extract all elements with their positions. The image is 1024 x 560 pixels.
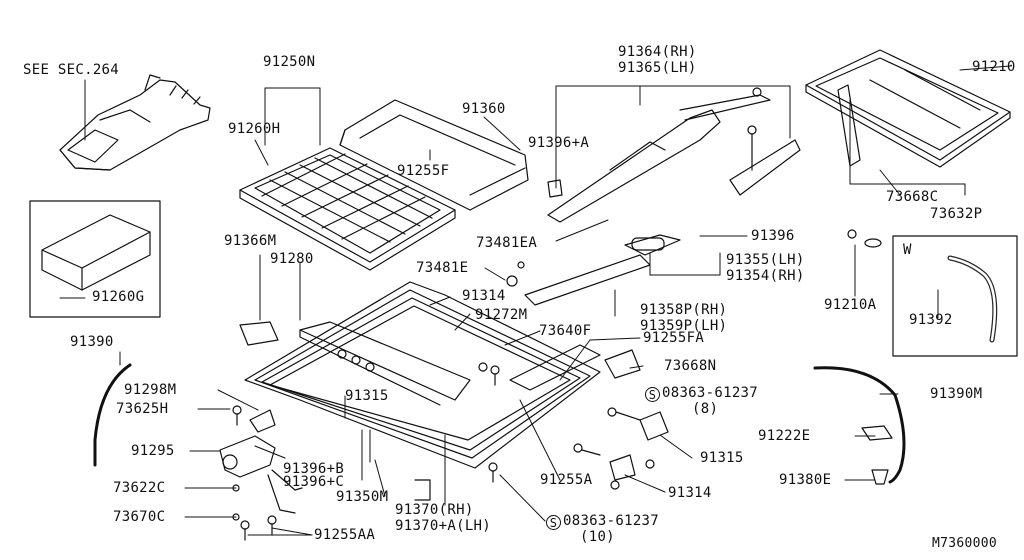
drain-hose-front bbox=[93, 363, 132, 467]
label-91314-lower: 91314 bbox=[668, 485, 712, 501]
label-91396B: 91396+B bbox=[283, 461, 345, 477]
label-91295: 91295 bbox=[131, 443, 175, 459]
label-91360: 91360 bbox=[462, 101, 506, 117]
label-91298M: 91298M bbox=[124, 382, 177, 398]
label-91210: 91210 bbox=[972, 59, 1016, 75]
label-91350M: 91350M bbox=[336, 489, 389, 505]
label-91370: 91370(RH) bbox=[395, 502, 474, 518]
label-73622C: 73622C bbox=[113, 480, 166, 496]
label-bolt-qty-10: (10) bbox=[580, 529, 615, 545]
label-91315-upper: 91315 bbox=[345, 388, 389, 404]
label-91272M: 91272M bbox=[475, 307, 528, 323]
s-marker-icon: S bbox=[645, 387, 660, 402]
label-91210A: 91210A bbox=[824, 297, 877, 313]
sunroof-frame bbox=[244, 281, 601, 501]
label-73632P: 73632P bbox=[930, 206, 983, 222]
bolts bbox=[240, 261, 641, 541]
label-91255AA: 91255AA bbox=[314, 527, 376, 543]
label-91315-lower: 91315 bbox=[700, 450, 744, 466]
label-73668C: 73668C bbox=[886, 189, 939, 205]
label-91255A: 91255A bbox=[540, 472, 593, 488]
label-91366M: 91366M bbox=[224, 233, 277, 249]
label-91354: 91354(RH) bbox=[726, 268, 805, 284]
label-91255FA: 91255FA bbox=[643, 330, 705, 346]
drive-rail bbox=[547, 87, 801, 223]
label-73625H: 73625H bbox=[116, 401, 169, 417]
glass-lid bbox=[805, 49, 1011, 168]
label-91260G: 91260G bbox=[92, 289, 145, 305]
guide-rail bbox=[524, 234, 681, 306]
label-bolt-qty-8: (8) bbox=[692, 401, 719, 417]
label-91392: 91392 bbox=[909, 312, 953, 328]
label-91380E: 91380E bbox=[779, 472, 832, 488]
diagram-id: M7360000 bbox=[932, 536, 998, 551]
drain-hose-w bbox=[947, 255, 998, 343]
label-91370A: 91370+A(LH) bbox=[395, 518, 492, 534]
label-see-sec: SEE SEC.264 bbox=[23, 62, 120, 78]
link-brackets bbox=[604, 349, 669, 490]
sunshade bbox=[239, 147, 456, 271]
label-91365: 91365(LH) bbox=[618, 60, 697, 76]
label-91390: 91390 bbox=[70, 334, 114, 350]
glass-fasteners bbox=[847, 229, 882, 248]
label-91314-upper: 91314 bbox=[462, 288, 506, 304]
label-91260H: 91260H bbox=[228, 121, 281, 137]
label-91396C: 91396+C bbox=[283, 474, 345, 490]
w-inset-frame bbox=[892, 235, 1018, 357]
label-73670C: 73670C bbox=[113, 509, 166, 525]
label-73481EA: 73481EA bbox=[476, 235, 538, 251]
label-73668N: 73668N bbox=[664, 358, 717, 374]
s-marker-icon: S bbox=[546, 515, 561, 530]
drain-hose-rear bbox=[813, 366, 906, 484]
label-w: W bbox=[903, 242, 912, 258]
label-91396: 91396 bbox=[751, 228, 795, 244]
label-91355: 91355(LH) bbox=[726, 252, 805, 268]
insulator-inset-frame bbox=[29, 200, 161, 318]
label-91390M: 91390M bbox=[930, 386, 983, 402]
label-91222E: 91222E bbox=[758, 428, 811, 444]
label-91359P: 91359P(LH) bbox=[640, 318, 728, 334]
label-91364: 91364(RH) bbox=[618, 44, 697, 60]
label-91280: 91280 bbox=[270, 251, 314, 267]
label-91255F: 91255F bbox=[397, 163, 450, 179]
hose-clip bbox=[861, 425, 893, 485]
label-91396A: 91396+A bbox=[528, 135, 590, 151]
rear-seal bbox=[239, 321, 279, 346]
motor-assembly bbox=[219, 405, 303, 521]
label-91250N: 91250N bbox=[263, 54, 316, 70]
label-73640F: 73640F bbox=[539, 323, 592, 339]
wind-deflector bbox=[339, 99, 529, 211]
label-73481E: 73481E bbox=[416, 260, 469, 276]
label-91358P: 91358P(RH) bbox=[640, 302, 728, 318]
sec264-bracket bbox=[59, 74, 211, 171]
insulator-pad bbox=[41, 214, 151, 291]
